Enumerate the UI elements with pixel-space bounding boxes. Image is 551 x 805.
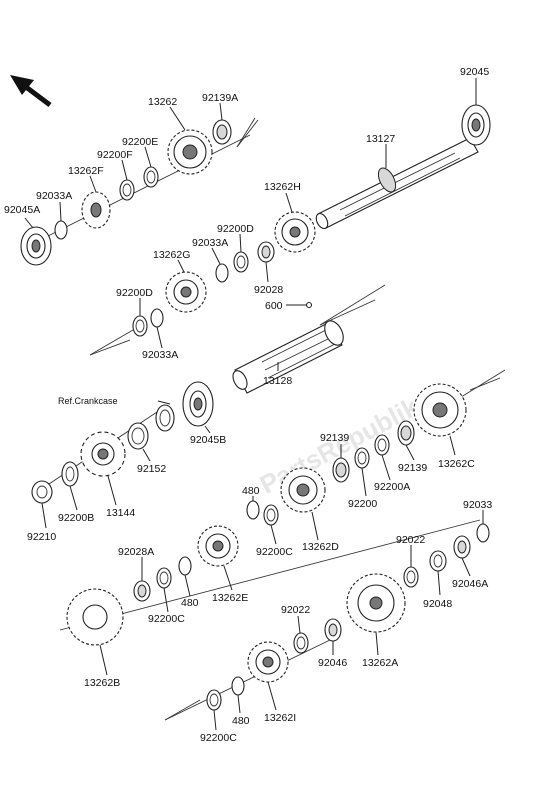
sprocket-13144 xyxy=(80,431,126,477)
label-92200C-c: 92200C xyxy=(200,732,237,744)
circlip-92033 xyxy=(476,523,490,543)
washer-92200 xyxy=(354,447,370,469)
label-92046: 92046 xyxy=(318,657,347,669)
circlip-92033A-low xyxy=(150,308,164,328)
label-ref-crankcase: Ref.Crankcase xyxy=(58,396,118,406)
collar-92152 xyxy=(127,422,149,450)
nut-92210 xyxy=(31,480,53,504)
gear-13262 xyxy=(167,129,213,175)
circlip-92033A-mid xyxy=(215,263,229,283)
label-480-a: 480 xyxy=(242,485,260,497)
label-92152: 92152 xyxy=(137,463,166,475)
label-92139-b: 92139 xyxy=(398,462,427,474)
needle-bearing-92046 xyxy=(324,618,342,642)
bearing-92045A xyxy=(20,226,52,266)
label-92022-a: 92022 xyxy=(396,534,425,546)
label-13262F: 13262F xyxy=(68,165,104,177)
circlip-480-c xyxy=(231,676,245,696)
leader-lines xyxy=(24,78,484,731)
label-13262: 13262 xyxy=(148,96,177,108)
washer-92200C-a xyxy=(263,504,279,526)
label-13262I: 13262I xyxy=(264,712,296,724)
label-92200: 92200 xyxy=(348,498,377,510)
needle-bearing-92139A xyxy=(212,119,232,145)
bush-92028A xyxy=(133,580,151,602)
label-13262A: 13262A xyxy=(362,657,398,669)
label-92200E: 92200E xyxy=(122,136,158,148)
gear-13262D xyxy=(280,467,326,513)
label-480-c: 480 xyxy=(232,715,250,727)
washer-92200F xyxy=(119,179,135,201)
washer-92200E xyxy=(143,166,159,188)
circlip-480-a xyxy=(246,500,260,520)
washer-92200D-mid xyxy=(233,251,249,273)
label-13127: 13127 xyxy=(366,133,395,145)
label-92210: 92210 xyxy=(27,531,56,543)
gear-13262H xyxy=(274,211,316,253)
label-92200D-left: 92200D xyxy=(116,287,153,299)
washer-92022-a xyxy=(403,566,419,588)
label-13262C: 13262C xyxy=(438,458,475,470)
label-92200A: 92200A xyxy=(374,481,410,493)
oil-seal xyxy=(155,404,175,432)
gear-13262C xyxy=(413,383,467,437)
label-600: 600 xyxy=(265,300,283,312)
washer-92022-b xyxy=(293,632,309,654)
label-92139A: 92139A xyxy=(202,92,238,104)
needle-bearing-92046A xyxy=(453,535,471,559)
label-92033A-top: 92033A xyxy=(36,190,72,202)
gear-13262F xyxy=(81,191,111,229)
label-480-b: 480 xyxy=(181,597,199,609)
pin-600 xyxy=(305,301,313,309)
label-92033A-low: 92033A xyxy=(142,349,178,361)
front-direction-arrow-icon xyxy=(10,75,52,107)
label-92045A: 92045A xyxy=(4,204,40,216)
washer-92200C-c xyxy=(206,689,222,711)
label-92200C-b: 92200C xyxy=(148,613,185,625)
circlip-480-b xyxy=(178,556,192,576)
drive-shaft-13128 xyxy=(232,320,344,394)
needle-bearing-92139-left xyxy=(332,457,350,483)
label-92046A: 92046A xyxy=(452,578,488,590)
label-13262D: 13262D xyxy=(302,541,339,553)
washer-92200A xyxy=(374,434,390,456)
label-92028: 92028 xyxy=(254,284,283,296)
circlip-92033A-top xyxy=(54,220,68,240)
label-92033A-mid: 92033A xyxy=(192,237,228,249)
label-13144: 13144 xyxy=(106,507,135,519)
bearing-92045 xyxy=(461,104,491,146)
bearing-92045B xyxy=(182,381,214,427)
washer-92200B xyxy=(61,461,79,487)
washer-92200D-left xyxy=(132,315,148,337)
output-shaft-13127 xyxy=(315,137,479,230)
gear-13262A xyxy=(346,573,406,633)
needle-bearing-92139-right xyxy=(397,420,415,446)
gear-13262G xyxy=(165,271,207,313)
gear-13262B xyxy=(66,588,124,646)
label-92200C-a: 92200C xyxy=(256,546,293,558)
label-92200B: 92200B xyxy=(58,512,94,524)
label-13128: 13128 xyxy=(263,375,292,387)
label-92200D-mid: 92200D xyxy=(217,223,254,235)
label-92139-a: 92139 xyxy=(320,432,349,444)
collar-92048 xyxy=(429,550,447,572)
gear-13262I xyxy=(247,641,289,683)
gear-13262E xyxy=(197,525,239,567)
label-13262E: 13262E xyxy=(212,592,248,604)
label-92045B: 92045B xyxy=(190,434,226,446)
label-92022-b: 92022 xyxy=(281,604,310,616)
label-92045: 92045 xyxy=(460,66,489,78)
bush-92028 xyxy=(257,241,275,263)
label-92033: 92033 xyxy=(463,499,492,511)
label-13262H: 13262H xyxy=(264,181,301,193)
label-92028A: 92028A xyxy=(118,546,154,558)
label-13262G: 13262G xyxy=(153,249,190,261)
label-92048: 92048 xyxy=(423,598,452,610)
label-13262B: 13262B xyxy=(84,677,120,689)
label-92200F: 92200F xyxy=(97,149,133,161)
callout-labels: 92045 13127 13262 92139A 92200E 92200F 1… xyxy=(4,66,492,744)
washer-92200C-b xyxy=(156,567,172,589)
